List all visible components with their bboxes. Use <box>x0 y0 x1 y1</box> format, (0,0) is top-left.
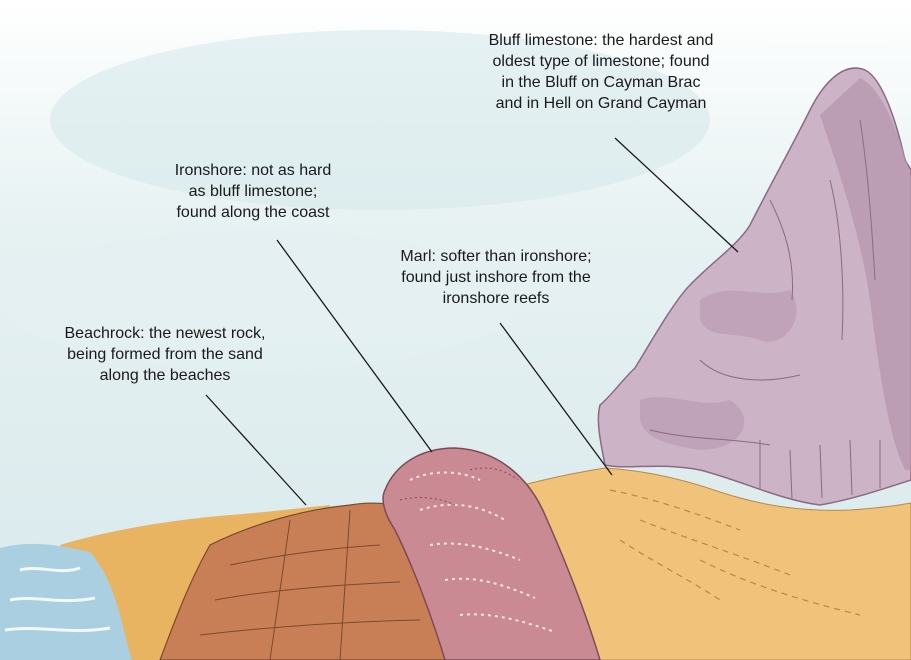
label-line: and in Hell on Grand Cayman <box>456 93 746 114</box>
label-line: along the beaches <box>30 365 300 386</box>
label-line: in the Bluff on Cayman Brac <box>456 72 746 93</box>
label-line: as bluff limestone; <box>143 181 363 202</box>
marl-label: Marl: softer than ironshore; found just … <box>356 246 636 309</box>
label-line: found just inshore from the <box>356 267 636 288</box>
label-line: found along the coast <box>143 202 363 223</box>
label-line: being formed from the sand <box>30 344 300 365</box>
beachrock-label: Beachrock: the newest rock, being formed… <box>30 323 300 386</box>
label-line: Bluff limestone: the hardest and <box>456 30 746 51</box>
label-line: Beachrock: the newest rock, <box>30 323 300 344</box>
label-line: oldest type of limestone; found <box>456 51 746 72</box>
ironshore-label: Ironshore: not as hard as bluff limeston… <box>143 160 363 223</box>
label-line: ironshore reefs <box>356 288 636 309</box>
bluff-limestone-label: Bluff limestone: the hardest and oldest … <box>456 30 746 114</box>
label-line: Ironshore: not as hard <box>143 160 363 181</box>
label-line: Marl: softer than ironshore; <box>356 246 636 267</box>
